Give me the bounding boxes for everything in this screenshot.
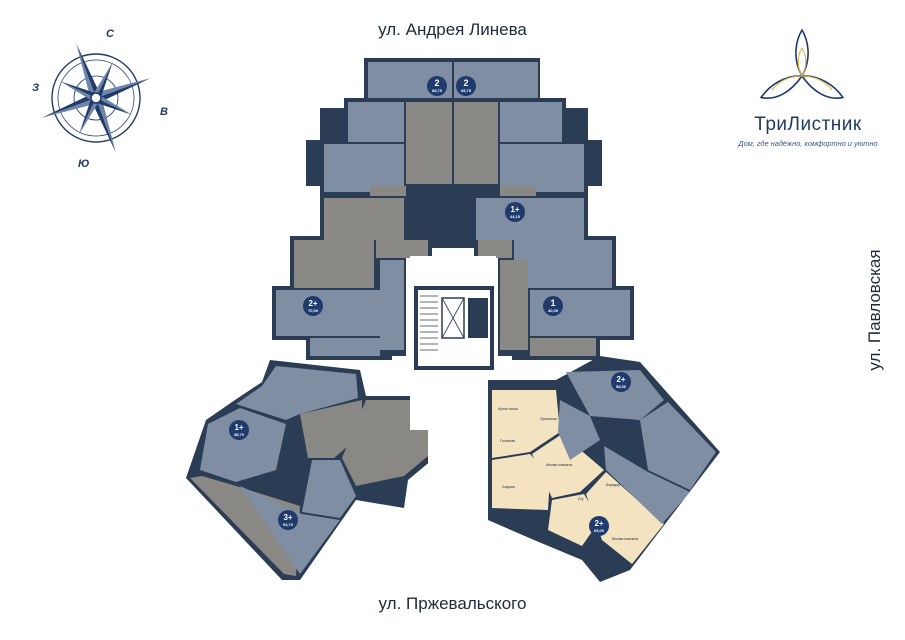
apartment-badge[interactable]: 1+ 38,70 [229, 420, 249, 440]
svg-text:2: 2 [434, 78, 439, 88]
svg-text:38,70: 38,70 [234, 432, 245, 437]
logo-name: ТриЛистник [754, 114, 862, 135]
apartment-badge[interactable]: 2 68,75 [456, 76, 476, 96]
svg-text:С/у: С/у [578, 497, 584, 501]
compass-west-label: З [32, 82, 40, 94]
apartment-badge[interactable]: 3+ 94,70 [278, 510, 298, 530]
svg-text:2+: 2+ [616, 375, 625, 384]
highlight-room-labels: Кухня-ниша Прихожая Гостиная Жилая комна… [498, 407, 638, 541]
east-wing [474, 196, 634, 360]
trilistnik-logo [730, 28, 890, 158]
svg-text:1: 1 [550, 298, 555, 308]
west-wing [272, 196, 432, 360]
svg-text:Коридор: Коридор [606, 483, 620, 487]
street-label-bottom: ул. Пржевальского [378, 594, 527, 613]
svg-text:70,00: 70,00 [308, 308, 319, 313]
svg-text:2+: 2+ [594, 519, 603, 528]
svg-text:Прихожая: Прихожая [540, 417, 557, 421]
south-west-wing [186, 360, 432, 580]
svg-text:94,70: 94,70 [283, 522, 294, 527]
apartment-badge[interactable]: 2+ 58,50 [611, 372, 631, 392]
svg-text:2+: 2+ [308, 299, 317, 308]
apartment-badge[interactable]: 1 40,00 [543, 296, 563, 316]
compass-east-label: В [160, 106, 168, 118]
svg-text:69,00: 69,00 [594, 528, 605, 533]
apartment-badge[interactable]: 2 68,75 [427, 76, 447, 96]
south-east-wing [488, 356, 720, 582]
svg-text:1+: 1+ [234, 423, 243, 432]
compass-rose-icon: С Ю З В [28, 28, 178, 180]
apartment-badge[interactable]: 1+ 44,15 [505, 202, 525, 222]
apartment-badges: 2 68,75 2 68,75 1+ 44,15 2+ 70,00 1 40,0… [229, 76, 631, 536]
svg-text:44,15: 44,15 [510, 214, 521, 219]
svg-text:Лоджия: Лоджия [502, 485, 515, 489]
svg-text:3+: 3+ [283, 513, 292, 522]
svg-text:40,00: 40,00 [548, 308, 559, 313]
svg-text:68,75: 68,75 [461, 88, 472, 93]
compass-north-label: С [106, 28, 114, 40]
svg-text:Жилая комната: Жилая комната [546, 463, 572, 467]
svg-text:2: 2 [463, 78, 468, 88]
apartment-badge-highlight[interactable]: 2+ 69,00 [589, 516, 609, 536]
apartment-badge[interactable]: 2+ 70,00 [303, 296, 323, 316]
svg-text:Гостиная: Гостиная [500, 439, 515, 443]
svg-text:68,75: 68,75 [432, 88, 443, 93]
logo-tagline: Дом, где надёжно, комфортно и уютно [738, 139, 878, 148]
stair-core [414, 286, 494, 370]
street-label-top: ул. Андрея Линева [378, 20, 527, 39]
svg-text:58,50: 58,50 [616, 384, 627, 389]
compass-south-label: Ю [78, 158, 90, 170]
svg-text:Кухня-ниша: Кухня-ниша [498, 407, 518, 411]
svg-text:1+: 1+ [510, 205, 519, 214]
svg-text:Жилая комната: Жилая комната [612, 537, 638, 541]
